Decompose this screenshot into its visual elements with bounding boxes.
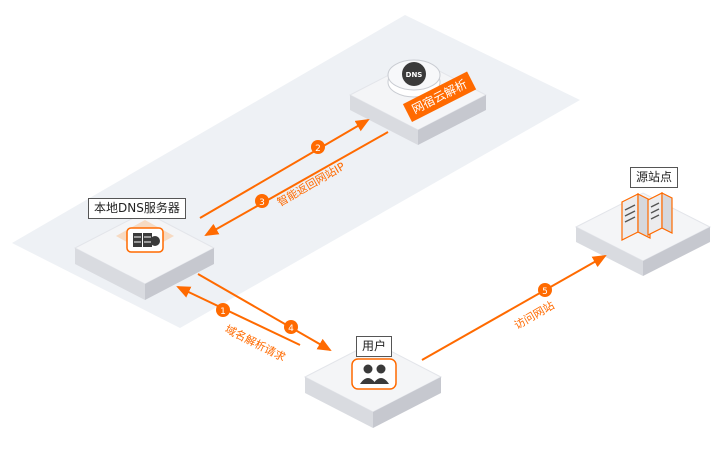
- local-dns-label: 本地DNS服务器: [88, 198, 186, 219]
- cloud-zone-band: [12, 15, 580, 328]
- dns-globe-text: DNS: [406, 71, 423, 79]
- arrow-step-2: [199, 118, 370, 219]
- step-3-marker: 3: [255, 194, 269, 208]
- step-3-number: 3: [259, 198, 265, 208]
- server-towers-icon: [621, 192, 673, 241]
- server-rack-icon: [133, 233, 160, 247]
- step-1-marker: 1: [216, 303, 230, 317]
- user-box: [303, 341, 443, 428]
- step-1-number: 1: [220, 307, 226, 317]
- step-2-marker: 2: [311, 140, 325, 154]
- arrow-step-3: [204, 131, 389, 236]
- user-icon: [360, 364, 389, 384]
- local-dns-box: [73, 211, 216, 300]
- arrow-step-4: [197, 273, 332, 351]
- origin-label: 源站点: [630, 167, 679, 188]
- step-5-marker: 5: [538, 283, 552, 297]
- arrow-step-5: [421, 255, 607, 361]
- step-2-number: 2: [315, 144, 321, 154]
- dns-globe-icon: DNS: [402, 62, 426, 86]
- step-5-number: 5: [542, 287, 548, 297]
- arrow-step-1: [176, 286, 301, 346]
- user-label: 用户: [356, 336, 393, 357]
- step-4-marker: 4: [284, 320, 298, 334]
- step-4-number: 4: [288, 324, 294, 334]
